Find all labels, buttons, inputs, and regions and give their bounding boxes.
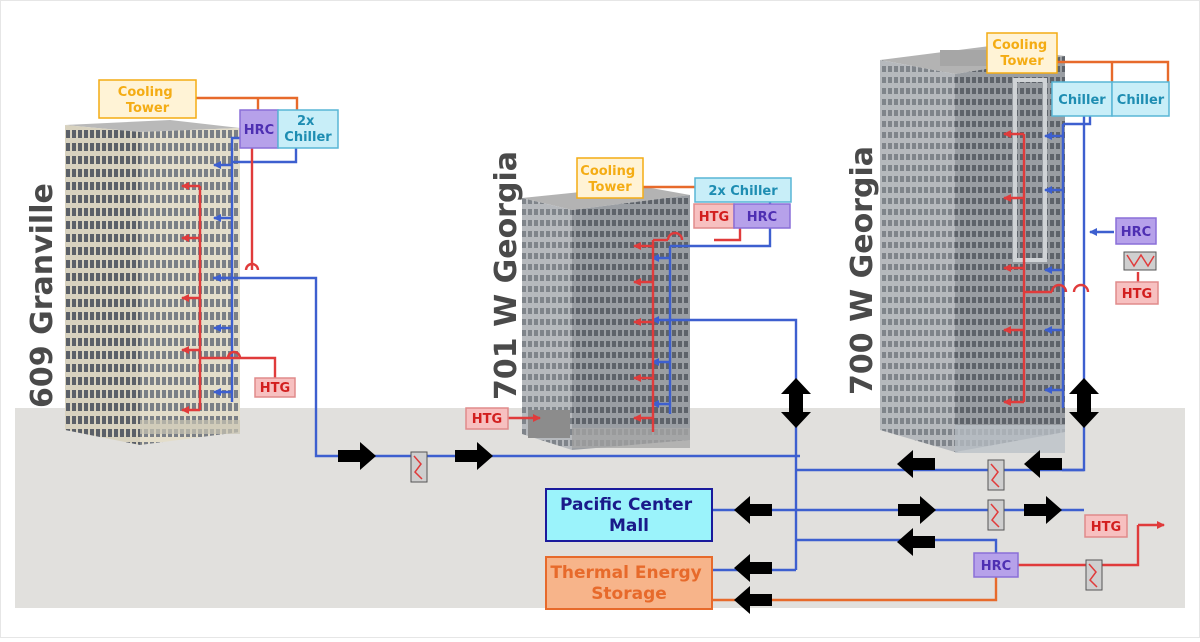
svg-text:Thermal Energy Storage: Thermal Energy Storage — [550, 563, 707, 604]
pipes-609 — [181, 96, 800, 458]
pipes-700 — [900, 60, 1170, 472]
chiller-700-a: Chiller — [1051, 81, 1113, 117]
htg-701-ground: HTG — [465, 407, 509, 430]
svg-text:HTG: HTG — [472, 412, 502, 427]
svg-text:HRC: HRC — [1121, 225, 1151, 240]
pipes-701 — [508, 185, 798, 570]
cooling-tower-609: Cooling Tower — [98, 79, 197, 119]
svg-text:HRC: HRC — [981, 559, 1011, 574]
chiller-609: 2x Chiller — [277, 109, 339, 149]
cooling-tower-700: Cooling Tower — [986, 32, 1058, 74]
hrc-701: HRC — [733, 203, 791, 229]
heat-exchanger-icons — [410, 251, 1157, 591]
svg-text:Chiller: Chiller — [1117, 93, 1165, 108]
flow-arrow-updown-icon — [781, 378, 811, 428]
flow-arrows — [338, 378, 1099, 614]
svg-text:HTG: HTG — [699, 210, 729, 225]
flow-arrow-left-icon — [734, 496, 772, 524]
svg-text:2x Chiller: 2x Chiller — [284, 114, 332, 145]
heat-exchanger-icon — [410, 451, 428, 483]
flow-arrow-left-icon — [734, 554, 772, 582]
hrc-district: HRC — [973, 552, 1019, 578]
flow-arrow-right-icon — [1024, 496, 1062, 524]
svg-text:Chiller: Chiller — [1058, 93, 1106, 108]
svg-text:HTG: HTG — [260, 381, 290, 396]
svg-text:HTG: HTG — [1091, 520, 1121, 535]
flow-arrow-left-icon — [897, 528, 935, 556]
flow-arrow-right-icon — [338, 442, 376, 470]
svg-text:HRC: HRC — [244, 123, 274, 138]
hrc-700: HRC — [1115, 217, 1157, 245]
htg-701: HTG — [693, 203, 735, 229]
htg-609: HTG — [254, 377, 296, 398]
htg-700: HTG — [1115, 281, 1159, 305]
flow-arrow-right-icon — [455, 442, 493, 470]
svg-text:2x Chiller: 2x Chiller — [708, 184, 778, 199]
building-701-w-georgia — [522, 186, 690, 450]
flow-arrow-left-icon — [734, 586, 772, 614]
building-700-w-georgia — [880, 46, 1065, 453]
pacific-center-mall: Pacific Center Mall — [545, 488, 713, 542]
chiller-700-b: Chiller — [1111, 81, 1170, 117]
svg-text:Pacific Center Mall: Pacific Center Mall — [560, 495, 698, 536]
cooling-tower-701: Cooling Tower — [576, 157, 644, 199]
svg-text:HTG: HTG — [1122, 287, 1152, 302]
hrc-609: HRC — [239, 109, 279, 149]
heat-exchanger-icon — [1123, 251, 1157, 271]
building-name-701: 701 W Georgia — [489, 151, 524, 400]
cooling-tower-label: Cooling Tower — [118, 85, 177, 116]
flow-arrow-left-icon — [897, 450, 935, 478]
building-name-700: 700 W Georgia — [845, 146, 880, 395]
heat-exchanger-icon — [987, 459, 1005, 491]
cooling-tower-label: Cooling Tower — [580, 164, 639, 195]
flow-arrow-right-icon — [898, 496, 936, 524]
htg-district: HTG — [1084, 514, 1128, 538]
building-609-granville — [65, 120, 240, 445]
building-name-609: 609 Granville — [25, 183, 60, 408]
heat-exchanger-icon — [1085, 559, 1103, 591]
flow-arrow-left-icon — [1024, 450, 1062, 478]
flow-arrow-updown-icon — [1069, 378, 1099, 428]
heat-exchanger-icon — [987, 499, 1005, 531]
svg-text:HRC: HRC — [747, 210, 777, 225]
cooling-tower-label: Cooling Tower — [992, 38, 1051, 69]
chiller-701: 2x Chiller — [694, 177, 792, 203]
thermal-energy-storage: Thermal Energy Storage — [545, 556, 713, 610]
